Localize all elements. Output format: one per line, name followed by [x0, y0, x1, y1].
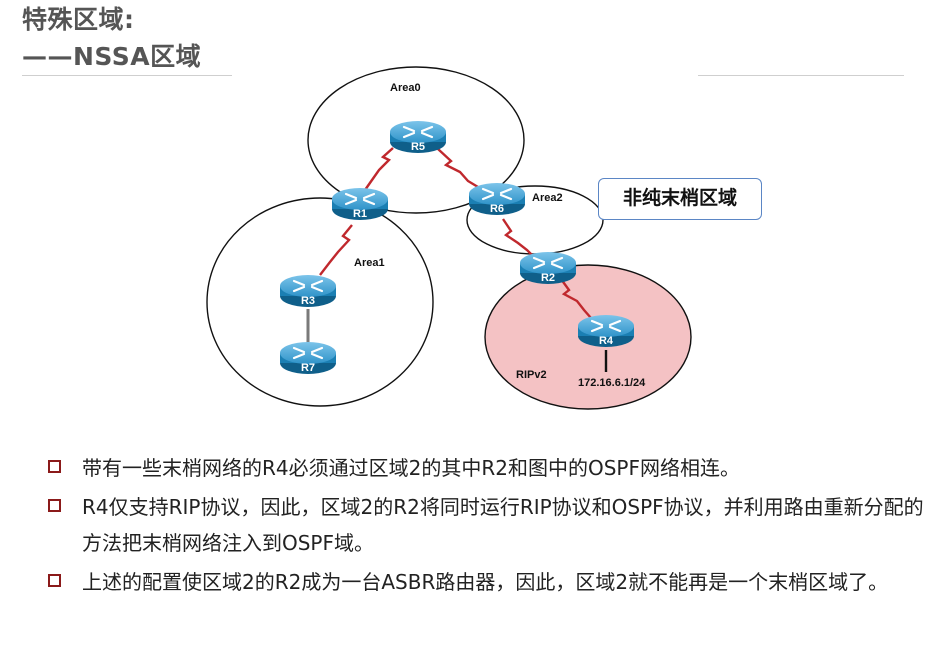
router-r7[interactable]: R7: [280, 342, 336, 374]
link-r2-r4: [560, 278, 592, 319]
nssa-callout: 非纯末梢区域: [598, 178, 762, 220]
router-arrows-icon: [344, 192, 376, 206]
area0-label: Area0: [390, 82, 421, 94]
title-divider-left: [22, 75, 232, 76]
router-arrows-icon: [532, 256, 564, 270]
area0-boundary: [307, 66, 525, 214]
router-r1-label: R1: [353, 208, 367, 220]
bullet-item: 带有一些末梢网络的R4必须通过区域2的其中R2和图中的OSPF网络相连。: [40, 450, 925, 486]
ripv2-label: RIPv2: [516, 369, 547, 381]
link-r5-r1: [364, 147, 394, 191]
page-title-line2: ——NSSA区域: [22, 42, 202, 71]
router-arrows-icon: [292, 346, 324, 360]
bullet-list: 带有一些末梢网络的R4必须通过区域2的其中R2和图中的OSPF网络相连。 R4仅…: [40, 450, 925, 603]
title-divider-right: [698, 75, 904, 76]
router-r6-label: R6: [490, 203, 504, 215]
router-r7-label: R7: [301, 362, 315, 374]
router-r3[interactable]: R3: [280, 275, 336, 307]
router-arrows-icon: [481, 187, 513, 201]
area1-label: Area1: [354, 257, 385, 269]
area1-boundary: [206, 197, 434, 407]
page-title-line1: 特殊区域:: [22, 5, 135, 34]
router-r3-label: R3: [301, 295, 315, 307]
link-r5-r6: [437, 148, 479, 189]
bullet-text: R4仅支持RIP协议，因此，区域2的R2将同时运行RIP协议和OSPF协议，并利…: [82, 495, 924, 555]
router-r4-label: R4: [599, 335, 614, 347]
bullet-text: 带有一些末梢网络的R4必须通过区域2的其中R2和图中的OSPF网络相连。: [82, 456, 740, 480]
area2-label: Area2: [532, 192, 563, 204]
router-r2[interactable]: R2: [520, 252, 576, 284]
ospf-topology-diagram: R5 R1 R6 R2: [206, 66, 692, 410]
link-r6-r2: [502, 218, 535, 258]
serial-links: [319, 147, 592, 319]
router-r1[interactable]: R1: [332, 188, 388, 220]
link-r1-r3: [319, 224, 353, 276]
bullet-item: R4仅支持RIP协议，因此，区域2的R2将同时运行RIP协议和OSPF协议，并利…: [40, 489, 925, 561]
router-arrows-icon: [590, 319, 622, 333]
bullet-item: 上述的配置使区域2的R2成为一台ASBR路由器，因此，区域2就不能再是一个末梢区…: [40, 564, 925, 600]
router-r5-label: R5: [411, 141, 425, 153]
bullet-square-icon: [48, 574, 61, 587]
router-arrows-icon: [292, 279, 324, 293]
bullet-square-icon: [48, 499, 61, 512]
router-arrows-icon: [402, 125, 434, 139]
stub-network-label: 172.16.6.1/24: [578, 377, 646, 389]
router-r6[interactable]: R6: [469, 183, 525, 215]
router-r5[interactable]: R5: [390, 121, 446, 153]
router-r4[interactable]: R4: [578, 315, 634, 347]
router-r2-label: R2: [541, 272, 555, 284]
bullet-text: 上述的配置使区域2的R2成为一台ASBR路由器，因此，区域2就不能再是一个末梢区…: [82, 570, 889, 594]
bullet-square-icon: [48, 460, 61, 473]
